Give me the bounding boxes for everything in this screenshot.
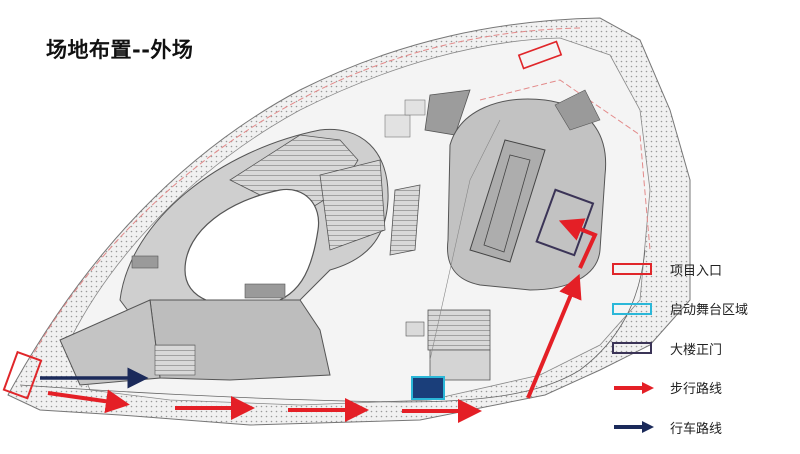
walk-route-seg-5 [526, 273, 582, 399]
middle-buildings [384, 89, 491, 381]
legend-label-main-gate: 大楼正门 [670, 342, 723, 358]
road-lines [19, 119, 646, 403]
page-title: 场地布置--外场 [46, 38, 194, 62]
drive-route-arrow-icon [614, 421, 654, 433]
legend-label-project-entrance: 项目入口 [670, 263, 723, 279]
walk-route-seg-6 [558, 218, 598, 269]
legend-label-walk-route: 步行路线 [670, 382, 723, 397]
map-markers [2, 40, 595, 400]
legend-item-drive-route: 行车路线 [612, 414, 792, 440]
walk-route-seg-1 [47, 389, 130, 414]
legend-label-stage-area: 启动舞台区域 [670, 303, 749, 318]
legend: 项目入口 启动舞台区域 大楼正门 步行路线 行车路线 [612, 256, 792, 454]
project-entrance-swatch-box [612, 263, 652, 275]
legend-swatch-project-entrance [612, 260, 658, 278]
marker-stage-area [411, 376, 445, 400]
main-gate-swatch-box [612, 342, 652, 354]
walk-routes [47, 218, 598, 423]
legend-item-stage-area: 启动舞台区域 [612, 296, 792, 322]
legend-item-walk-route: 步行路线 [612, 375, 792, 401]
marker-project-entrance-left [2, 350, 43, 400]
main-building-complex [59, 128, 389, 386]
tower-building [446, 89, 607, 291]
walk-route-arrow-icon [614, 381, 654, 394]
legend-swatch-drive-route [612, 418, 658, 436]
stage-area-swatch-box [612, 302, 652, 315]
legend-item-project-entrance: 项目入口 [612, 256, 792, 282]
legend-item-main-gate: 大楼正门 [612, 335, 792, 361]
legend-swatch-walk-route [612, 379, 658, 397]
marker-project-entrance-top [517, 40, 563, 70]
legend-swatch-stage-area [612, 300, 658, 318]
legend-label-drive-route: 行车路线 [670, 421, 723, 437]
legend-swatch-main-gate [612, 339, 658, 357]
